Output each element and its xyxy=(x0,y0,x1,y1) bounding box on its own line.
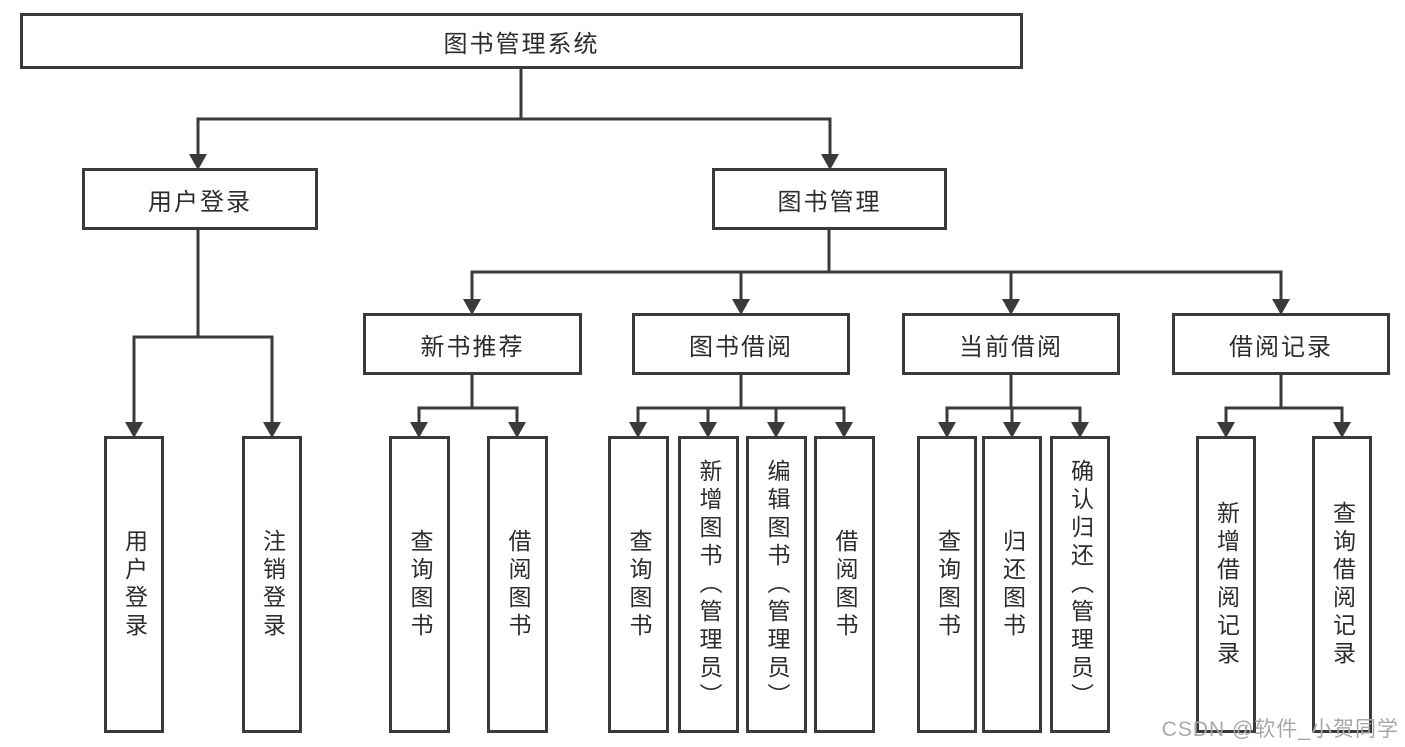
node-leaf-logout: 注销登录 xyxy=(242,436,302,733)
node-book-borrow-label: 图书借阅 xyxy=(689,333,793,361)
node-user-login: 用户登录 xyxy=(82,168,318,230)
node-root-label: 图书管理系统 xyxy=(443,30,600,58)
node-rec-borrow-book-label: 借阅图书 xyxy=(505,528,531,641)
node-current-borrow: 当前借阅 xyxy=(902,313,1120,375)
node-cb-confirm-return: 确认归还（管理员） xyxy=(1050,436,1110,733)
node-leaf-logout-label: 注销登录 xyxy=(259,528,286,641)
node-rec-borrow-book: 借阅图书 xyxy=(487,436,548,733)
node-br-query-record: 查询借阅记录 xyxy=(1312,436,1372,733)
node-leaf-user-login: 用户登录 xyxy=(104,436,164,733)
node-br-add-record: 新增借阅记录 xyxy=(1196,436,1256,733)
node-new-book-recommend-label: 新书推荐 xyxy=(420,333,525,361)
node-cb-query-book: 查询图书 xyxy=(917,436,977,733)
node-bb-query-book: 查询图书 xyxy=(608,436,669,733)
node-borrow-records: 借阅记录 xyxy=(1172,313,1390,375)
csdn-watermark: CSDN @软件_小贺同学 xyxy=(1161,718,1399,741)
node-new-book-recommend: 新书推荐 xyxy=(363,313,582,375)
node-br-add-record-label: 新增借阅记录 xyxy=(1213,500,1240,669)
node-book-management: 图书管理 xyxy=(712,168,947,230)
node-bb-add-book-label: 新增图书（管理员） xyxy=(696,458,722,711)
node-cb-query-book-label: 查询图书 xyxy=(934,528,961,641)
node-user-login-label: 用户登录 xyxy=(148,188,252,216)
node-br-query-record-label: 查询借阅记录 xyxy=(1329,500,1356,669)
node-bb-edit-book-label: 编辑图书（管理员） xyxy=(764,458,790,711)
node-bb-borrow-book-label: 借阅图书 xyxy=(832,528,858,641)
node-current-borrow-label: 当前借阅 xyxy=(959,333,1063,361)
node-bb-borrow-book: 借阅图书 xyxy=(814,436,875,733)
node-bb-add-book: 新增图书（管理员） xyxy=(678,436,739,733)
node-root: 图书管理系统 xyxy=(20,13,1023,69)
node-bb-query-book-label: 查询图书 xyxy=(626,528,652,641)
node-cb-return-book: 归还图书 xyxy=(982,436,1042,733)
node-cb-return-book-label: 归还图书 xyxy=(999,528,1026,641)
node-book-borrow: 图书借阅 xyxy=(632,313,850,375)
node-rec-query-book: 查询图书 xyxy=(389,436,450,733)
node-book-management-label: 图书管理 xyxy=(777,188,882,216)
node-borrow-records-label: 借阅记录 xyxy=(1229,333,1333,361)
node-rec-query-book-label: 查询图书 xyxy=(407,528,433,641)
node-cb-confirm-return-label: 确认归还（管理员） xyxy=(1067,458,1094,711)
node-bb-edit-book: 编辑图书（管理员） xyxy=(746,436,807,733)
node-leaf-user-login-label: 用户登录 xyxy=(121,528,148,641)
